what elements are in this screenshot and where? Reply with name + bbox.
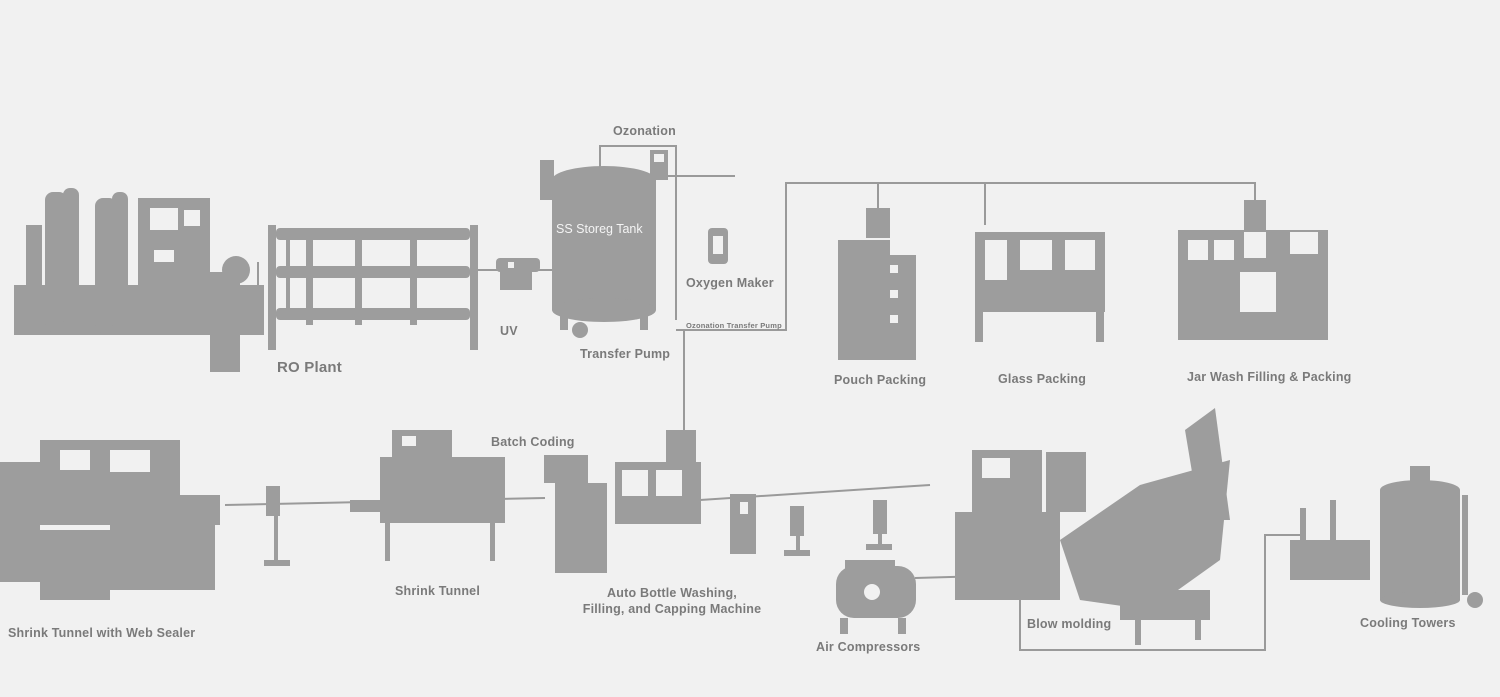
label-pouch-packing: Pouch Packing — [834, 373, 927, 387]
air-compressor-machine — [836, 560, 916, 634]
label-ss-storage-tank: SS Storeg Tank — [556, 222, 643, 236]
label-batch-coding: Batch Coding — [491, 435, 575, 449]
ro-membrane-rack — [268, 225, 478, 350]
label-shrink-tunnel: Shrink Tunnel — [395, 584, 481, 598]
pouch-packing-machine — [838, 208, 916, 360]
label-transfer-pump: Transfer Pump — [580, 347, 671, 361]
blow-molding-machine — [955, 408, 1230, 645]
oxygen-maker-unit — [708, 228, 728, 264]
label-auto-bottle-line2: Filling, and Capping Machine — [582, 602, 762, 616]
glass-packing-machine — [975, 232, 1105, 342]
label-air-compressors: Air Compressors — [816, 640, 921, 654]
jar-wash-machine — [1178, 200, 1328, 340]
uv-unit — [496, 258, 540, 290]
shrink-tunnel-web-sealer-machine — [0, 440, 220, 600]
label-uv: UV — [500, 324, 518, 338]
conveyor-stands — [264, 486, 892, 566]
ss-storage-tank — [540, 160, 656, 338]
label-cooling-towers: Cooling Towers — [1360, 616, 1456, 630]
label-jar-wash: Jar Wash Filling & Packing — [1187, 370, 1352, 384]
shrink-tunnel-machine — [350, 430, 505, 561]
cooling-tower-unit — [1290, 466, 1483, 608]
ro-plant-machine — [14, 188, 264, 372]
label-oxygen-maker: Oxygen Maker — [686, 276, 774, 290]
ozonation-unit — [650, 150, 668, 180]
auto-bottle-filling-machine — [544, 430, 756, 573]
label-ozonation: Ozonation — [613, 124, 676, 138]
label-blow-molding: Blow molding — [1027, 617, 1112, 631]
label-ozonation-transfer-pump: Ozonation Transfer Pump — [686, 321, 782, 330]
label-glass-packing: Glass Packing — [998, 372, 1087, 386]
label-ro-plant: RO Plant — [277, 359, 342, 376]
label-shrink-tunnel-web-sealer: Shrink Tunnel with Web Sealer — [8, 626, 196, 640]
label-auto-bottle-line1: Auto Bottle Washing, — [607, 586, 737, 600]
